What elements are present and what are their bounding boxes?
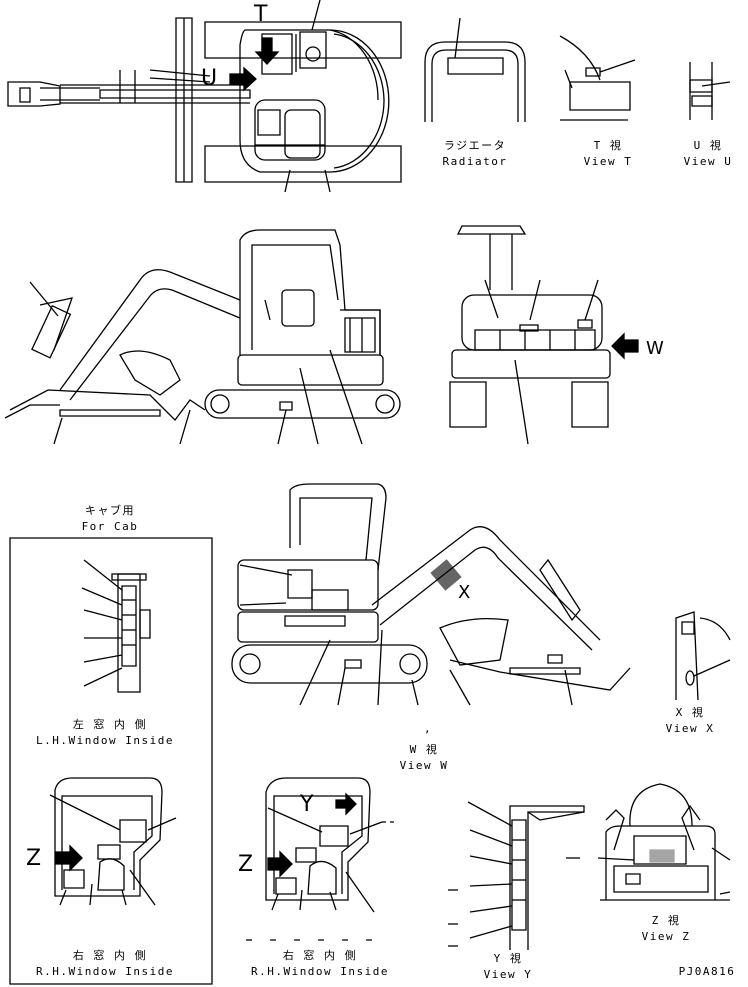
lh-window-label-jp: 左 窓 内 側 [72,718,148,731]
rh-window-detail-box [50,778,176,905]
for-cab-label-jp: キャブ用 [85,504,135,517]
rh-window-box-label-jp: 右 窓 内 側 [72,949,148,962]
top-plan-view [8,0,401,192]
letter-u: U [201,66,218,91]
letter-w: W [646,338,664,359]
view-y-detail [448,802,584,950]
rh-window-detail-mid [266,778,398,912]
view-z-label-en: View Z [641,930,691,943]
arrow-y-icon [336,794,356,814]
side-view [5,230,400,444]
view-t-label-en: View T [583,155,633,168]
view-t-detail [560,36,635,120]
arrow-z2-icon [268,852,292,876]
arrow-t-icon [256,38,278,64]
view-u-label-en: View U [683,155,733,168]
view-x-detail [676,612,730,700]
rh-window-mid-label-en: R.H.Window Inside [250,965,390,978]
comma-mark: , [424,722,433,735]
for-cab-frame [10,538,212,984]
view-w-label-en: View W [399,759,449,772]
arrow-u-icon [230,68,256,90]
radiator-label-jp: ラジエータ [443,139,507,152]
rh-window-mid-label-jp: 右 窓 内 側 [282,949,358,962]
arrow-w-icon [612,334,638,358]
letter-t: T [254,2,268,27]
view-z-detail [598,784,730,900]
letter-x: X [458,582,471,603]
letter-z-mid: Z [238,852,254,877]
view-x-label-en: View X [665,722,715,735]
rh-window-box-label-en: R.H.Window Inside [35,965,175,978]
radiator-label-en: Radiator [442,155,508,168]
view-u-label-jp: U 視 [693,139,723,152]
view-w-label-jp: W 視 [409,743,439,756]
left-side-view [232,484,630,705]
for-cab-label-en: For Cab [81,520,139,533]
arrow-z-icon [56,846,82,870]
view-u-detail [690,62,730,120]
drawing-code: PJ0A816 [678,965,736,978]
lh-window-label-en: L.H.Window Inside [35,734,175,747]
rear-view [450,226,610,444]
letter-z-box: Z [26,846,42,871]
lh-window-detail [82,560,150,692]
view-z-label-jp: Z 視 [651,914,681,927]
view-y-label-jp: Y 視 [493,952,523,965]
view-x-label-jp: X 視 [675,706,705,719]
view-t-label-jp: T 視 [593,139,623,152]
radiator-detail [425,18,525,122]
view-y-label-en: View Y [483,968,533,981]
letter-y: Y [300,792,314,817]
